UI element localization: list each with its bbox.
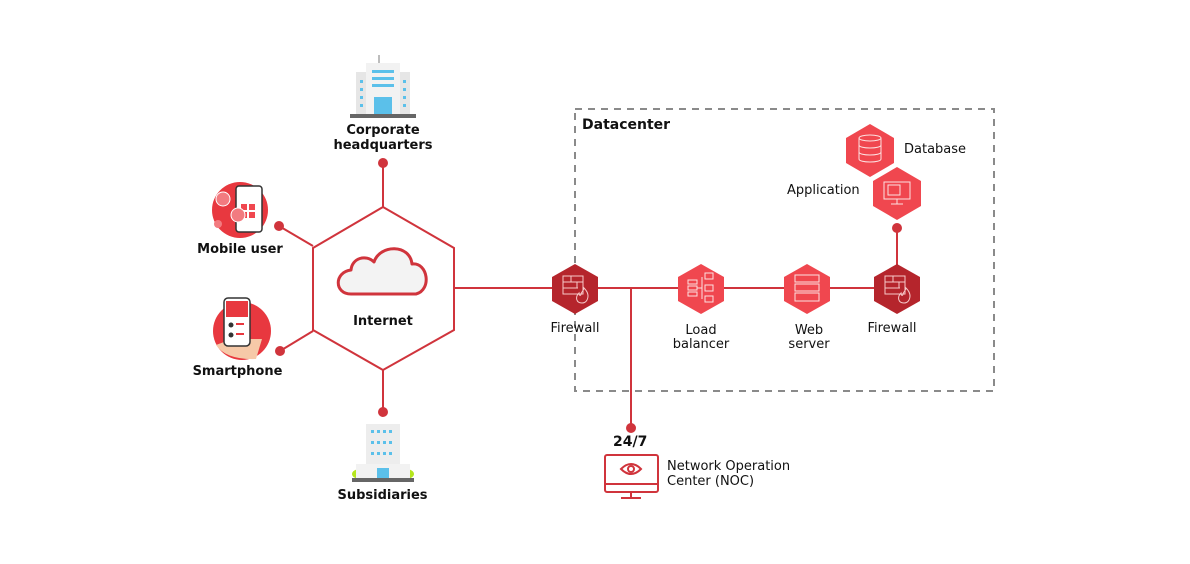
server-rack-icon <box>794 274 820 302</box>
mobile-user-icon <box>212 182 268 238</box>
web-server-node[interactable] <box>784 264 830 314</box>
load-balancer-label-line1: Load <box>685 323 717 338</box>
noc-label: Network Operation Center (NOC) <box>667 459 790 489</box>
firewall-inner-node[interactable] <box>874 264 920 314</box>
noc-label-line1: Network Operation <box>667 459 791 474</box>
smartphone-hand-icon <box>213 297 271 360</box>
application-node[interactable] <box>873 167 921 220</box>
load-balancer-node[interactable] <box>678 264 724 314</box>
smartphone-label: Smartphone <box>192 364 283 379</box>
hq-label-line2: headquarters <box>333 138 433 153</box>
connector-mobile <box>278 225 314 247</box>
cloud-icon <box>336 247 428 296</box>
web-server-label: Web server <box>774 324 844 352</box>
connector-dots <box>274 158 902 433</box>
database-icon <box>858 134 882 163</box>
database-label: Database <box>904 142 967 157</box>
database-node[interactable] <box>846 124 894 177</box>
application-monitor-icon <box>883 181 911 205</box>
application-label: Application <box>787 183 860 198</box>
web-server-label-line1: Web <box>794 323 824 338</box>
load-balancer-icon <box>687 272 714 303</box>
internet-label: Internet <box>353 314 413 329</box>
hq-label: Corporate headquarters <box>333 123 433 153</box>
firewall-outer-label: Firewall <box>550 321 600 336</box>
datacenter-boundary <box>574 108 995 392</box>
hq-label-line1: Corporate <box>346 123 420 138</box>
firewall-icon <box>562 275 589 304</box>
firewall-outer-node[interactable] <box>552 264 598 314</box>
load-balancer-label-line2: balancer <box>672 337 730 352</box>
firewall-inner-label: Firewall <box>867 321 917 336</box>
noc-badge: 24/7 <box>613 434 648 450</box>
office-building-icon <box>350 55 416 118</box>
monitor-eye-icon <box>604 454 659 499</box>
datacenter-title: Datacenter <box>582 117 671 133</box>
mobile-user-label: Mobile user <box>197 242 283 257</box>
noc-label-line2: Center (NOC) <box>667 474 755 489</box>
subsidiaries-label: Subsidiaries <box>337 488 428 503</box>
load-balancer-label: Load balancer <box>666 324 736 352</box>
firewall-icon <box>884 275 911 304</box>
connector-smartphone <box>279 330 314 352</box>
building-icon <box>352 424 414 482</box>
web-server-label-line2: server <box>788 337 830 352</box>
